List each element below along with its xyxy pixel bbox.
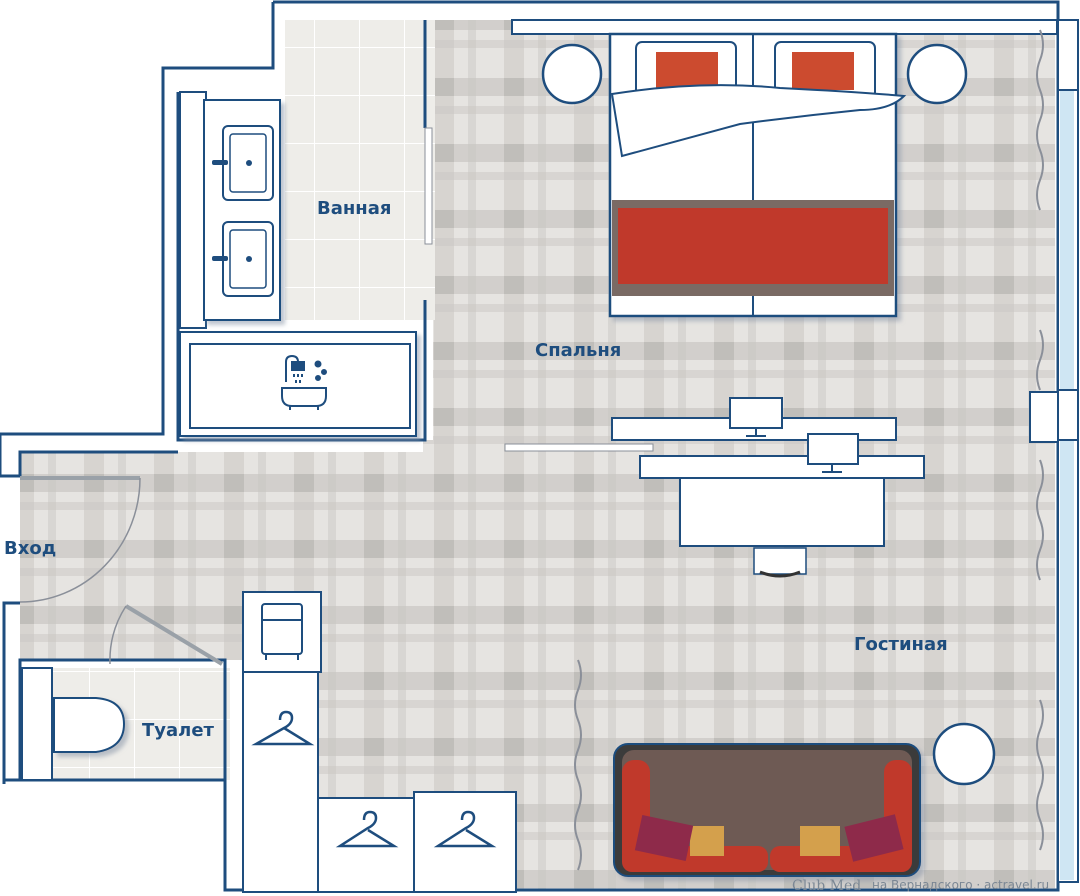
bathtub (179, 331, 417, 437)
desk (679, 477, 885, 578)
nightstand-left (541, 43, 603, 105)
room-divider (504, 391, 1059, 452)
side-table (932, 722, 996, 786)
credit-brand: Club Med (792, 878, 861, 894)
label-bathroom: Ванная (317, 198, 391, 219)
bathroom-floor (285, 20, 435, 320)
nightstand-right (906, 43, 968, 105)
label-living-room: Гостиная (854, 634, 948, 655)
bed (608, 32, 907, 318)
bath-icon (281, 354, 327, 410)
tv-console (611, 397, 925, 479)
bathroom-sliding-door (424, 127, 433, 245)
entrance-door (19, 476, 141, 603)
double-vanity (179, 91, 281, 329)
curtains (574, 29, 1044, 871)
label-bedroom: Спальня (535, 340, 621, 361)
toilet (21, 667, 126, 781)
credit-text: на Вернадского · actravel.ru (872, 878, 1049, 892)
inner-walls (511, 19, 1058, 35)
windows (1057, 19, 1079, 883)
label-toilet: Туалет (142, 720, 215, 741)
closet (242, 591, 517, 893)
toilet-door (109, 604, 224, 666)
sofa (613, 743, 921, 877)
hanger-icon (251, 710, 497, 848)
label-entrance: Вход (4, 538, 56, 559)
